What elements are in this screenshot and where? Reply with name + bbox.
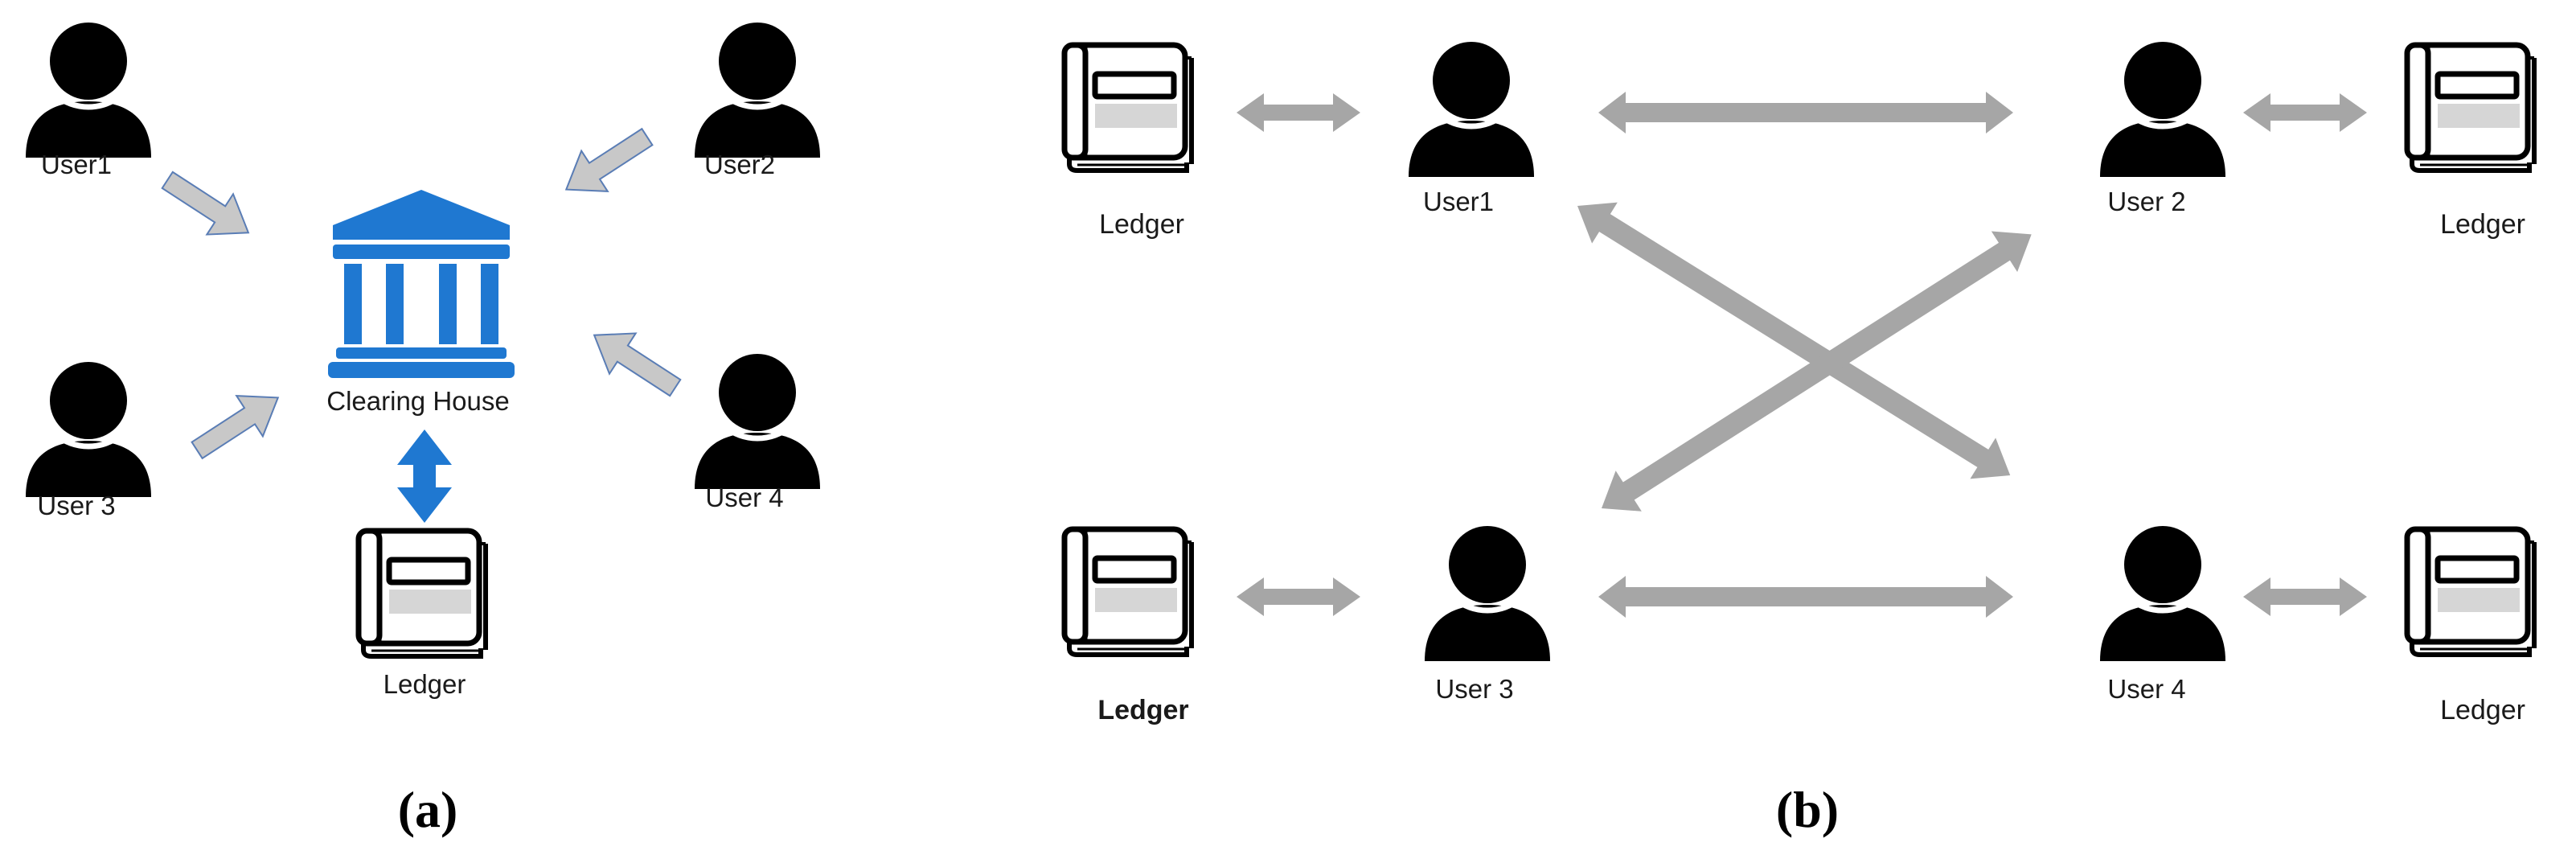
panel-a-ledger-label: Ledger bbox=[384, 669, 466, 699]
panel-b-ledger4-icon bbox=[2407, 529, 2534, 655]
panel-a-ledger-icon bbox=[359, 531, 486, 656]
arrow-user1-user4 bbox=[1577, 202, 2011, 479]
panel-b-user4-icon bbox=[2100, 526, 2225, 661]
arrow-user1-user2 bbox=[1598, 92, 2013, 134]
panel-b: Ledger User1 User 2 Ledger Ledger User 3… bbox=[1064, 42, 2534, 838]
arrow-ledger3-user3 bbox=[1237, 577, 1360, 616]
user2-icon bbox=[695, 23, 820, 158]
panel-b-ledger1-label: Ledger bbox=[1099, 209, 1184, 240]
panel-a-user2-label: User2 bbox=[704, 150, 775, 179]
panel-b-user1-icon bbox=[1409, 42, 1534, 177]
panel-b-arrows bbox=[1237, 92, 2367, 618]
panel-b-user4-label: User 4 bbox=[2107, 674, 2185, 704]
user4-icon bbox=[695, 354, 820, 489]
user3-icon bbox=[26, 362, 151, 497]
arrow-user3-to-house bbox=[183, 376, 293, 471]
panel-b-user1-label: User1 bbox=[1423, 187, 1494, 216]
clearing-house-bank-icon bbox=[328, 190, 515, 378]
arrow-user1-to-house bbox=[153, 158, 263, 254]
panel-a-user1-label: User1 bbox=[41, 150, 112, 179]
panel-b-user3-label: User 3 bbox=[1435, 674, 1513, 704]
user1-icon bbox=[26, 23, 151, 158]
arrow-user3-user4 bbox=[1598, 576, 2013, 618]
arrow-user4-ledger4 bbox=[2243, 577, 2367, 616]
panel-b-user3-icon bbox=[1425, 526, 1550, 661]
panel-b-ledger3-icon bbox=[1064, 529, 1192, 655]
panel-b-ledger2-label: Ledger bbox=[2440, 209, 2525, 240]
clearing-house-label: Clearing House bbox=[326, 386, 509, 416]
panel-a-user3-label: User 3 bbox=[37, 491, 115, 520]
panel-a-user4-label: User 4 bbox=[705, 483, 783, 512]
panel-b-ledger1-icon bbox=[1064, 45, 1192, 171]
arrow-user4-to-house bbox=[580, 314, 690, 409]
panel-b-caption: (b) bbox=[1776, 781, 1839, 838]
arrow-user2-to-house bbox=[552, 116, 662, 211]
panel-b-user2-icon bbox=[2100, 42, 2225, 177]
panel-a: User1 User2 User 3 User 4 Clearing House… bbox=[26, 23, 820, 838]
panel-b-user2-label: User 2 bbox=[2107, 187, 2185, 216]
panel-a-caption: (a) bbox=[398, 781, 458, 838]
panel-b-ledger2-icon bbox=[2407, 45, 2534, 171]
arrow-user3-user2 bbox=[1602, 231, 2032, 512]
house-ledger-double-arrow bbox=[397, 429, 452, 523]
arrow-user2-ledger2 bbox=[2243, 93, 2367, 132]
panel-b-ledger4-label: Ledger bbox=[2440, 695, 2525, 725]
arrow-ledger1-user1 bbox=[1237, 93, 1360, 132]
panel-b-ledger3-label: Ledger bbox=[1097, 695, 1188, 725]
